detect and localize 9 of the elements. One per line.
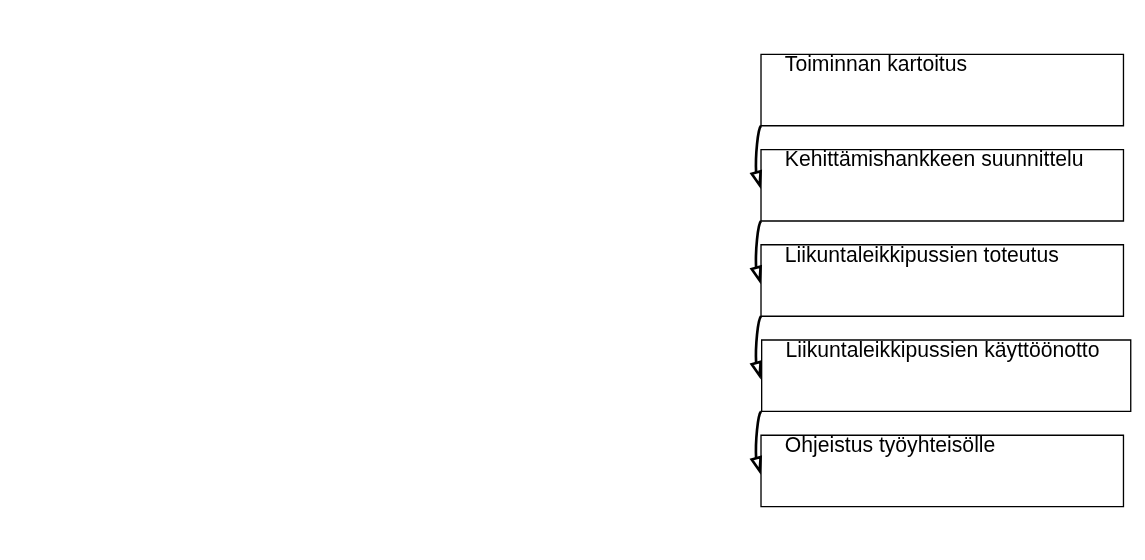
arrow (749, 315, 763, 380)
node-box: Liikuntaleikkipussien käyttöönotto (761, 338, 1132, 412)
node-box: Toiminnan kartoitus (760, 53, 1125, 126)
node-box: Kehittämishankkeen suunnittelu (760, 148, 1125, 222)
arrow (749, 124, 763, 189)
arrow (749, 219, 763, 284)
arrow (749, 410, 763, 475)
node-box: Ohjeistus työyhteisölle (760, 434, 1125, 507)
node-box: Liikuntaleikkipussien toteutus (760, 243, 1125, 317)
